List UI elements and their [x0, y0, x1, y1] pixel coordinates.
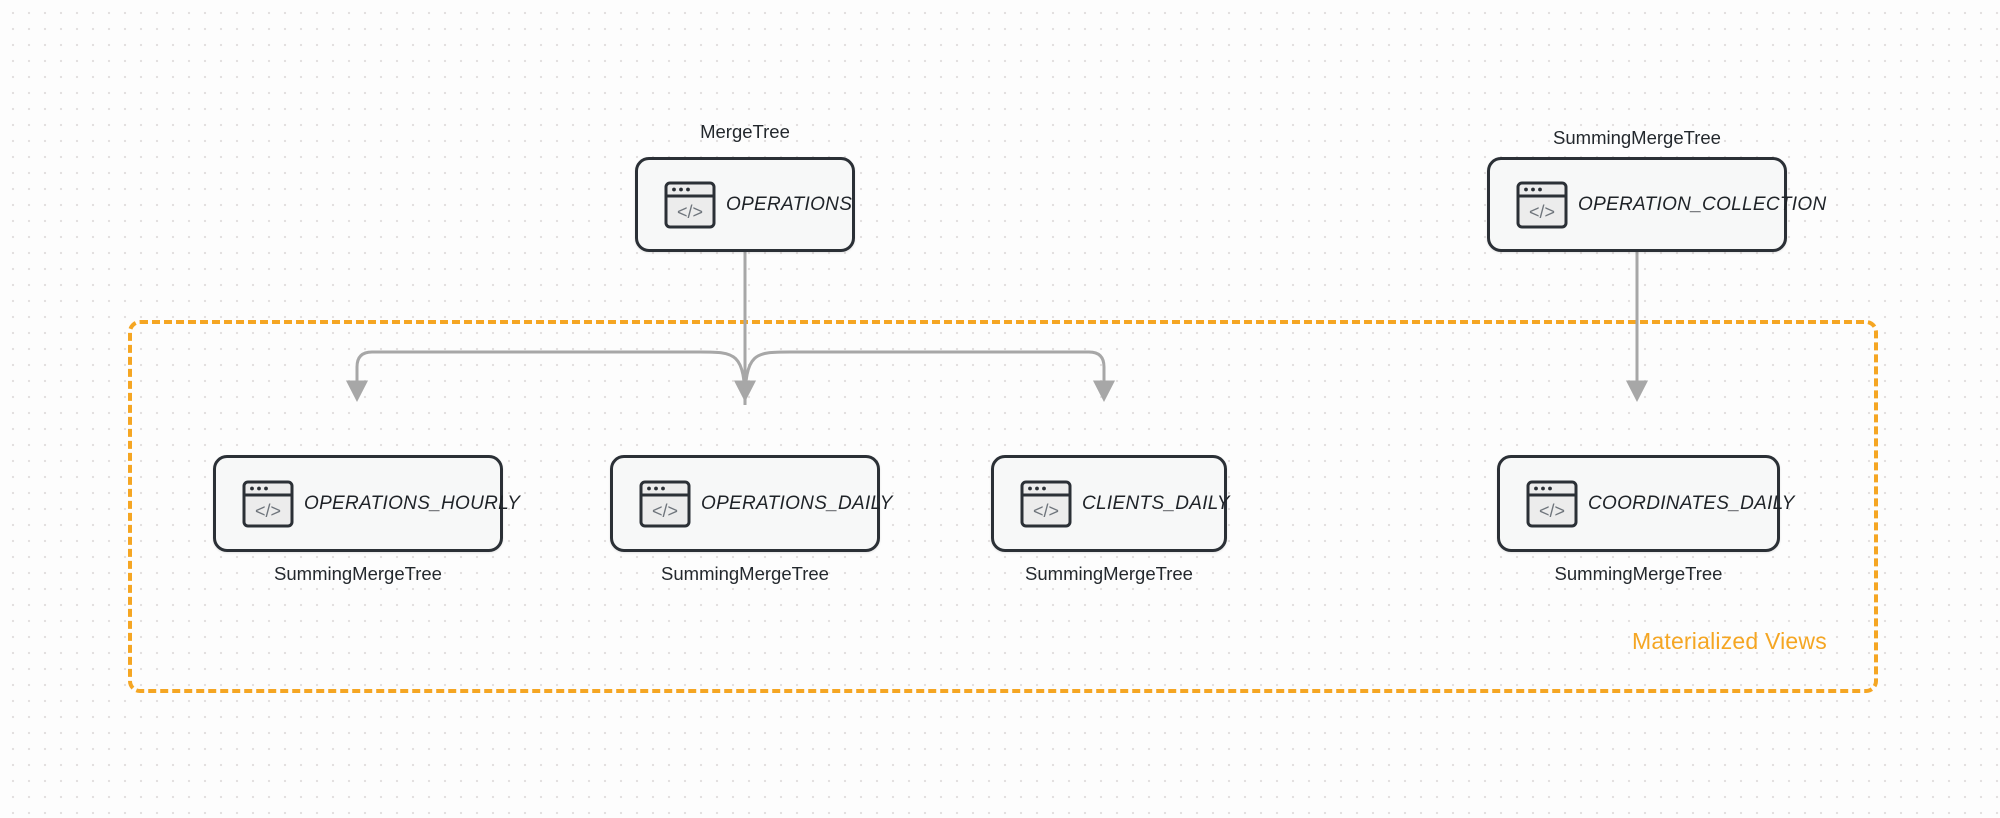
engine-caption-operations-hourly: SummingMergeTree	[274, 563, 442, 584]
engine-caption-coordinates-daily: SummingMergeTree	[1554, 563, 1723, 584]
engine-caption-operations-daily: SummingMergeTree	[661, 563, 829, 584]
node-operation-collection[interactable]: </> OPERATION_COLLECTION	[1487, 157, 1826, 252]
node-operations-daily-label: OPERATIONS_DAILY	[701, 492, 893, 514]
svg-text:</>: </>	[652, 501, 678, 521]
engine-caption-operations: MergeTree	[700, 121, 790, 142]
node-coordinates-daily-label: COORDINATES_DAILY	[1588, 492, 1795, 514]
code-window-icon: </>	[242, 480, 294, 528]
node-operations-label: OPERATIONS	[726, 193, 853, 215]
svg-text:</>: </>	[1539, 501, 1565, 521]
node-clients-daily-label: CLIENTS_DAILY	[1082, 492, 1230, 514]
materialized-views-group-label: Materialized Views	[1632, 628, 1827, 654]
node-operations-hourly-label: OPERATIONS_HOURLY	[304, 492, 521, 514]
code-window-icon: </>	[1020, 480, 1072, 528]
node-operations-hourly[interactable]: </> OPERATIONS_HOURLY	[213, 455, 520, 552]
node-operations-daily[interactable]: </> OPERATIONS_DAILY	[610, 455, 892, 552]
node-coordinates-daily[interactable]: </> COORDINATES_DAILY	[1497, 455, 1794, 552]
svg-text:</>: </>	[1033, 501, 1059, 521]
engine-caption-clients-daily: SummingMergeTree	[1025, 563, 1193, 584]
code-window-icon: </>	[1526, 480, 1578, 528]
node-operations[interactable]: </> OPERATIONS	[635, 157, 855, 252]
svg-text:</>: </>	[677, 202, 703, 222]
code-window-icon: </>	[639, 480, 691, 528]
node-clients-daily[interactable]: </> CLIENTS_DAILY	[991, 455, 1230, 552]
code-window-icon: </>	[664, 181, 716, 229]
node-operation-collection-label: OPERATION_COLLECTION	[1578, 193, 1827, 215]
svg-text:</>: </>	[255, 501, 281, 521]
svg-text:</>: </>	[1529, 202, 1555, 222]
code-window-icon: </>	[1516, 181, 1568, 229]
materialized-views-group	[128, 320, 1878, 693]
engine-caption-operation-collection: SummingMergeTree	[1553, 127, 1721, 148]
